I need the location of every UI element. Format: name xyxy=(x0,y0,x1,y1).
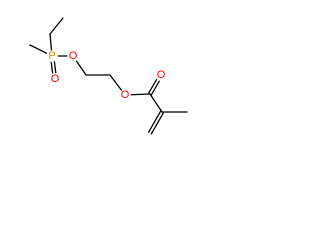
single-bond-c-methyl-p-p xyxy=(29,44,48,54)
bond-line xyxy=(49,33,53,51)
atom-label-o-carbonyl: O xyxy=(157,69,166,81)
atom-label-o-phosphoryl: O xyxy=(51,73,60,85)
double-bond-c-alpha-c-methylene xyxy=(147,110,165,135)
bond-line xyxy=(130,93,151,96)
bond-line-a xyxy=(147,110,162,133)
bond-line xyxy=(29,44,48,54)
single-bond-c-linker-2-o-ester xyxy=(109,74,122,91)
single-bond-c-carbonyl-c-alpha xyxy=(149,93,163,113)
atom-label-p: P xyxy=(48,50,55,62)
single-bond-o-ester-c-carbonyl xyxy=(130,93,151,96)
single-bond-o-ether-p-c-linker-1 xyxy=(75,60,87,76)
bond-line xyxy=(149,93,163,113)
bond-line-b xyxy=(150,112,165,135)
single-bond-c-ethyl-ch2-p xyxy=(49,33,53,51)
bond-line xyxy=(109,74,122,91)
single-bond-c-ethyl-end-c-ethyl-ch2 xyxy=(49,17,64,35)
atom-label-o-ether-p: O xyxy=(69,50,78,62)
bond-line-b xyxy=(53,61,57,74)
double-bond-p-o-phosphoryl xyxy=(50,61,57,74)
bond-line-a xyxy=(150,80,160,96)
bond-line-a xyxy=(50,61,54,74)
double-bond-c-carbonyl-o-carbonyl xyxy=(147,78,160,96)
bond-line xyxy=(75,60,87,76)
bond-line xyxy=(49,17,64,35)
bond-line-b xyxy=(147,78,158,94)
atom-label-o-ester: O xyxy=(121,89,130,101)
bond-layer xyxy=(29,17,188,135)
